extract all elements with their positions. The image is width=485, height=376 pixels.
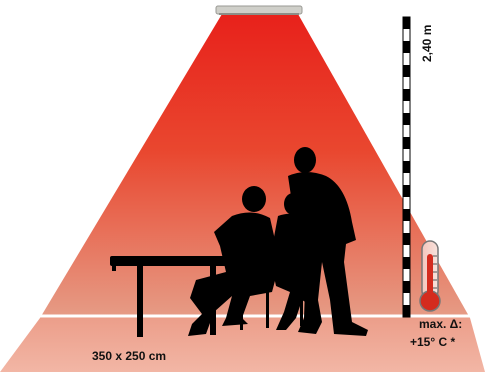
ruler-segment	[403, 137, 410, 149]
thermometer-icon	[420, 241, 440, 311]
temperature-delta-value: +15° C *	[410, 335, 455, 349]
area-label: 350 x 250 cm	[92, 349, 166, 363]
ruler-segment	[403, 17, 410, 29]
ruler-segment	[403, 233, 410, 245]
ruler-segment	[403, 305, 410, 317]
ruler-segment	[403, 41, 410, 53]
infrared-heater-icon	[216, 6, 302, 15]
ruler-segment	[403, 113, 410, 125]
ruler-segment	[403, 89, 410, 101]
height-ruler	[403, 17, 410, 317]
ruler-segment	[403, 185, 410, 197]
ruler-segment	[403, 209, 410, 221]
ruler-segment	[403, 281, 410, 293]
ruler-segment	[403, 257, 410, 269]
temperature-delta-label: max. Δ:	[419, 317, 462, 331]
ruler-segment	[403, 161, 410, 173]
height-label: 2,40 m	[420, 25, 434, 62]
ruler-segment	[403, 65, 410, 77]
